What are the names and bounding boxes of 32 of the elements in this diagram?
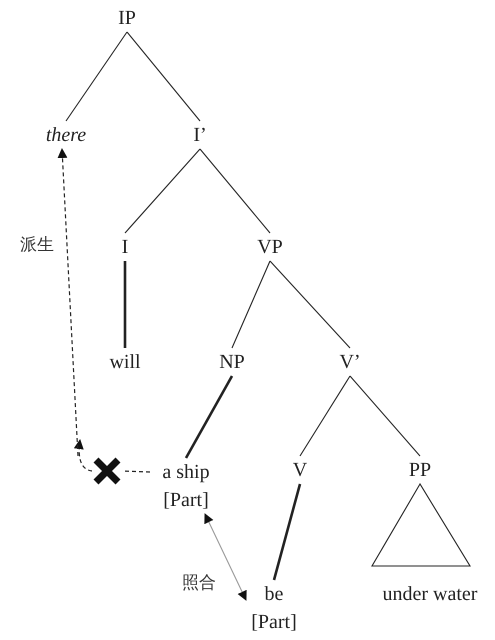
tree-node-label: NP <box>212 348 252 376</box>
tree-branch-line <box>270 260 350 348</box>
tree-node-label: will <box>105 348 145 376</box>
tree-node-label: I <box>115 233 135 261</box>
tree-node-label: under water <box>365 566 495 608</box>
tree-branch-line <box>126 32 200 122</box>
tree-node-label: V <box>288 456 312 484</box>
tree-node-label: I’ <box>187 121 213 149</box>
tree-branch-line <box>232 260 270 348</box>
arrow <box>204 513 247 601</box>
tree-node-label: PP <box>403 456 437 484</box>
tree-branch-line <box>124 261 126 348</box>
tree-node-label: V’ <box>334 348 366 376</box>
tree-branch-line <box>66 32 128 122</box>
arrow <box>74 439 92 472</box>
word-label: be <box>264 582 284 607</box>
tree-node-label: there <box>36 121 96 149</box>
cross-mark-icon <box>92 456 122 486</box>
word-label: a ship <box>162 460 210 485</box>
tree-branch-line <box>184 375 234 459</box>
feature-label: [Part] <box>163 488 209 513</box>
edge-label: 照合 <box>180 572 218 594</box>
tree-node-label: IP <box>110 4 144 32</box>
tree-branch-line <box>350 376 420 456</box>
tree-branch-line <box>272 484 302 580</box>
triangle-branch <box>371 482 471 567</box>
arrow <box>57 148 79 456</box>
tree-branch-line <box>124 148 200 234</box>
feature-label: [Part] <box>251 610 297 635</box>
tree-branch-line <box>300 376 350 456</box>
tree-branch-line <box>200 148 270 234</box>
tree-node-label: VP <box>250 233 290 261</box>
